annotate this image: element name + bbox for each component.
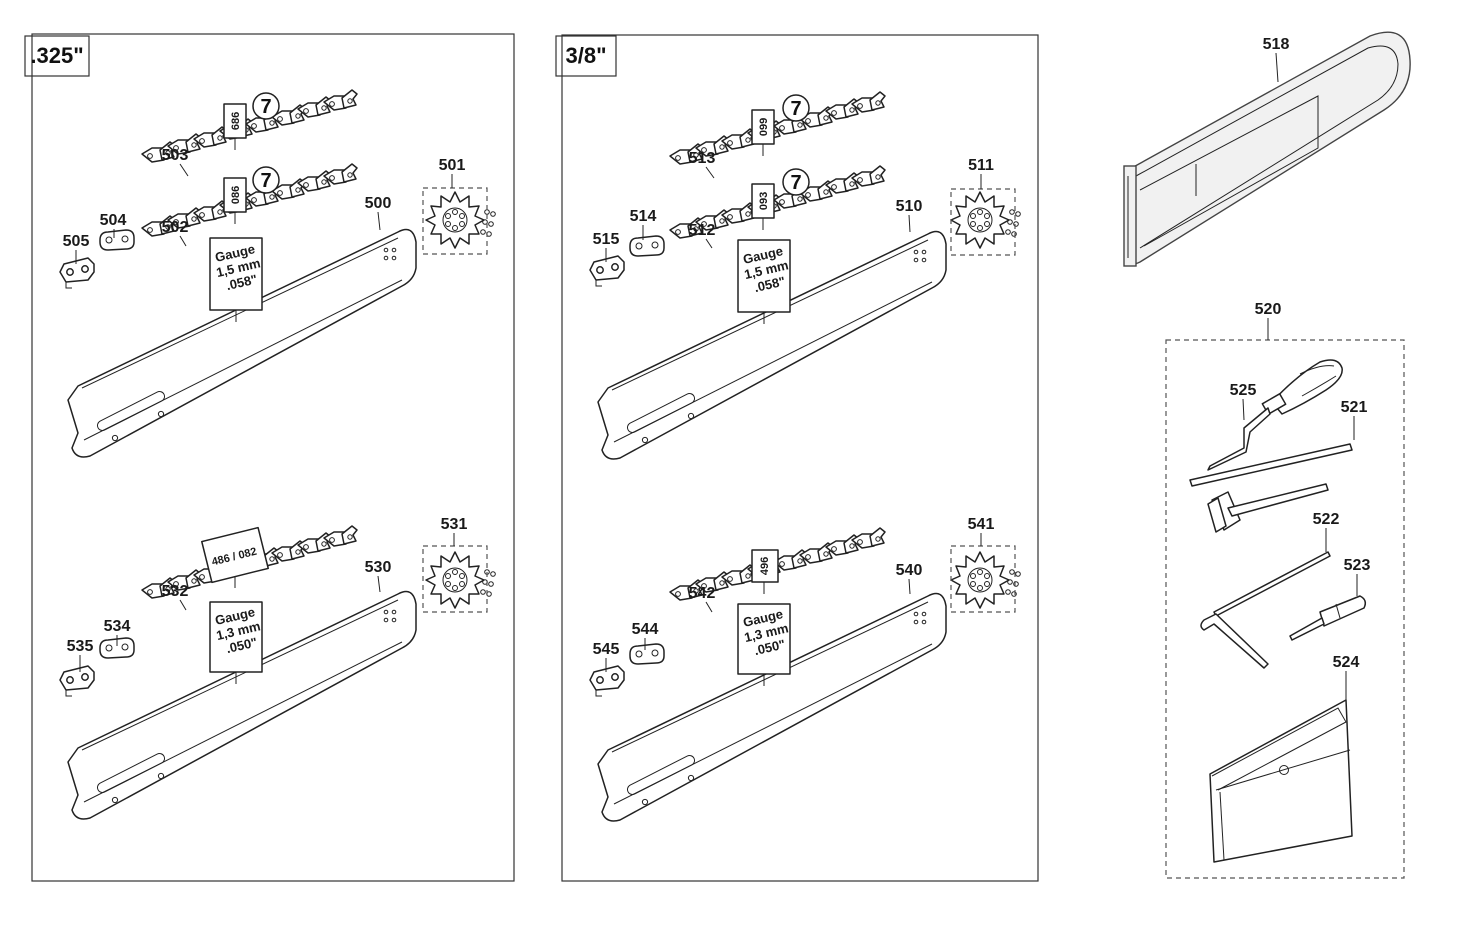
sprocket-501 bbox=[425, 191, 497, 249]
panel-title: 3/8" bbox=[565, 43, 606, 68]
label-510: 510 bbox=[896, 198, 923, 215]
label-544: 544 bbox=[632, 621, 659, 638]
panel-325: .325" 7 7 686 086 Gauge 1,5 mm .0 bbox=[24, 33, 515, 882]
label-531: 531 bbox=[441, 516, 468, 533]
panel-frame bbox=[561, 34, 1039, 882]
panel-3-8: 3/8" 7 7 099 093 Gauge 1,5 mm .05 bbox=[555, 34, 1039, 882]
gauge-box bbox=[737, 603, 791, 675]
label-530: 530 bbox=[365, 559, 392, 576]
link-544 bbox=[629, 643, 665, 665]
tag-b: 086 bbox=[230, 186, 242, 204]
label-500: 500 bbox=[365, 195, 392, 212]
accessories: 518 520 525 521 522 bbox=[1123, 31, 1411, 879]
tag-a: 099 bbox=[758, 118, 770, 136]
sprocket-511 bbox=[950, 191, 1022, 249]
screwdriver-523 bbox=[1289, 595, 1367, 641]
sprocket-box bbox=[950, 188, 1016, 256]
label-512: 512 bbox=[689, 222, 716, 239]
gauge-inch: .050" bbox=[753, 636, 787, 658]
tag-box bbox=[751, 549, 779, 583]
hex-key bbox=[1200, 613, 1269, 669]
label-513: 513 bbox=[689, 150, 716, 167]
flat-file-521 bbox=[1189, 443, 1353, 487]
label-518: 518 bbox=[1263, 36, 1290, 53]
panel-title-box bbox=[555, 35, 617, 77]
bar-cover-518 bbox=[1123, 31, 1411, 267]
label-525: 525 bbox=[1230, 382, 1257, 399]
label-515: 515 bbox=[593, 231, 620, 248]
label-545: 545 bbox=[593, 641, 620, 658]
link-545 bbox=[589, 665, 625, 697]
mark-a: 7 bbox=[260, 96, 271, 118]
mark-b: 7 bbox=[260, 170, 271, 192]
gauge-inch: .058" bbox=[225, 271, 259, 293]
label-522: 522 bbox=[1313, 511, 1340, 528]
mark-b: 7 bbox=[790, 172, 801, 194]
link-535 bbox=[59, 665, 95, 697]
tag: 496 bbox=[759, 557, 771, 575]
upper-assembly: 7 7 099 093 Gauge 1,5 mm .058" 513 512 5… bbox=[589, 92, 1022, 460]
sprocket-box bbox=[950, 545, 1016, 613]
link-504 bbox=[99, 229, 135, 251]
lower-assembly: 496 Gauge 1,3 mm .050" 542 544 545 540 5… bbox=[589, 516, 1022, 822]
panel-frame bbox=[31, 33, 515, 882]
tool-kit-box bbox=[1165, 339, 1405, 879]
label-521: 521 bbox=[1341, 399, 1368, 416]
sprocket-531 bbox=[425, 551, 497, 609]
label-514: 514 bbox=[630, 208, 657, 225]
sprocket-541 bbox=[950, 551, 1022, 609]
mark-a: 7 bbox=[790, 98, 801, 120]
file-handle-525 bbox=[1207, 359, 1343, 471]
label-540: 540 bbox=[896, 562, 923, 579]
label-501: 501 bbox=[439, 157, 466, 174]
label-511: 511 bbox=[968, 157, 994, 174]
panel-title: .325" bbox=[30, 43, 83, 68]
label-523: 523 bbox=[1344, 557, 1371, 574]
label-541: 541 bbox=[968, 516, 995, 533]
label-524: 524 bbox=[1333, 654, 1360, 671]
label-535: 535 bbox=[67, 638, 94, 655]
box-wrench bbox=[1207, 483, 1329, 533]
tag-a: 686 bbox=[230, 112, 242, 130]
gauge-inch: .050" bbox=[225, 634, 259, 656]
lower-assembly: 486 / 082 Gauge 1,3 mm .050" 532 534 535… bbox=[59, 516, 497, 820]
sprocket-box bbox=[422, 187, 488, 255]
label-542: 542 bbox=[689, 585, 716, 602]
link-515 bbox=[589, 255, 625, 287]
label-504: 504 bbox=[100, 212, 127, 229]
tag-b: 093 bbox=[758, 192, 770, 210]
link-505 bbox=[59, 257, 95, 289]
label-520: 520 bbox=[1255, 301, 1282, 318]
label-505: 505 bbox=[63, 233, 90, 250]
label-502: 502 bbox=[162, 219, 189, 236]
pouch-524 bbox=[1209, 699, 1353, 863]
label-532: 532 bbox=[162, 583, 189, 600]
gauge-inch: .058" bbox=[753, 273, 787, 295]
link-514 bbox=[629, 235, 665, 257]
tag-box bbox=[201, 526, 269, 584]
sprocket-box bbox=[422, 545, 488, 613]
upper-assembly: 7 7 686 086 Gauge 1,5 mm .058" 503 502 5… bbox=[59, 90, 497, 458]
label-503: 503 bbox=[162, 147, 189, 164]
rod-522 bbox=[1213, 551, 1331, 617]
label-534: 534 bbox=[104, 618, 131, 635]
panel-title-box bbox=[24, 35, 90, 77]
